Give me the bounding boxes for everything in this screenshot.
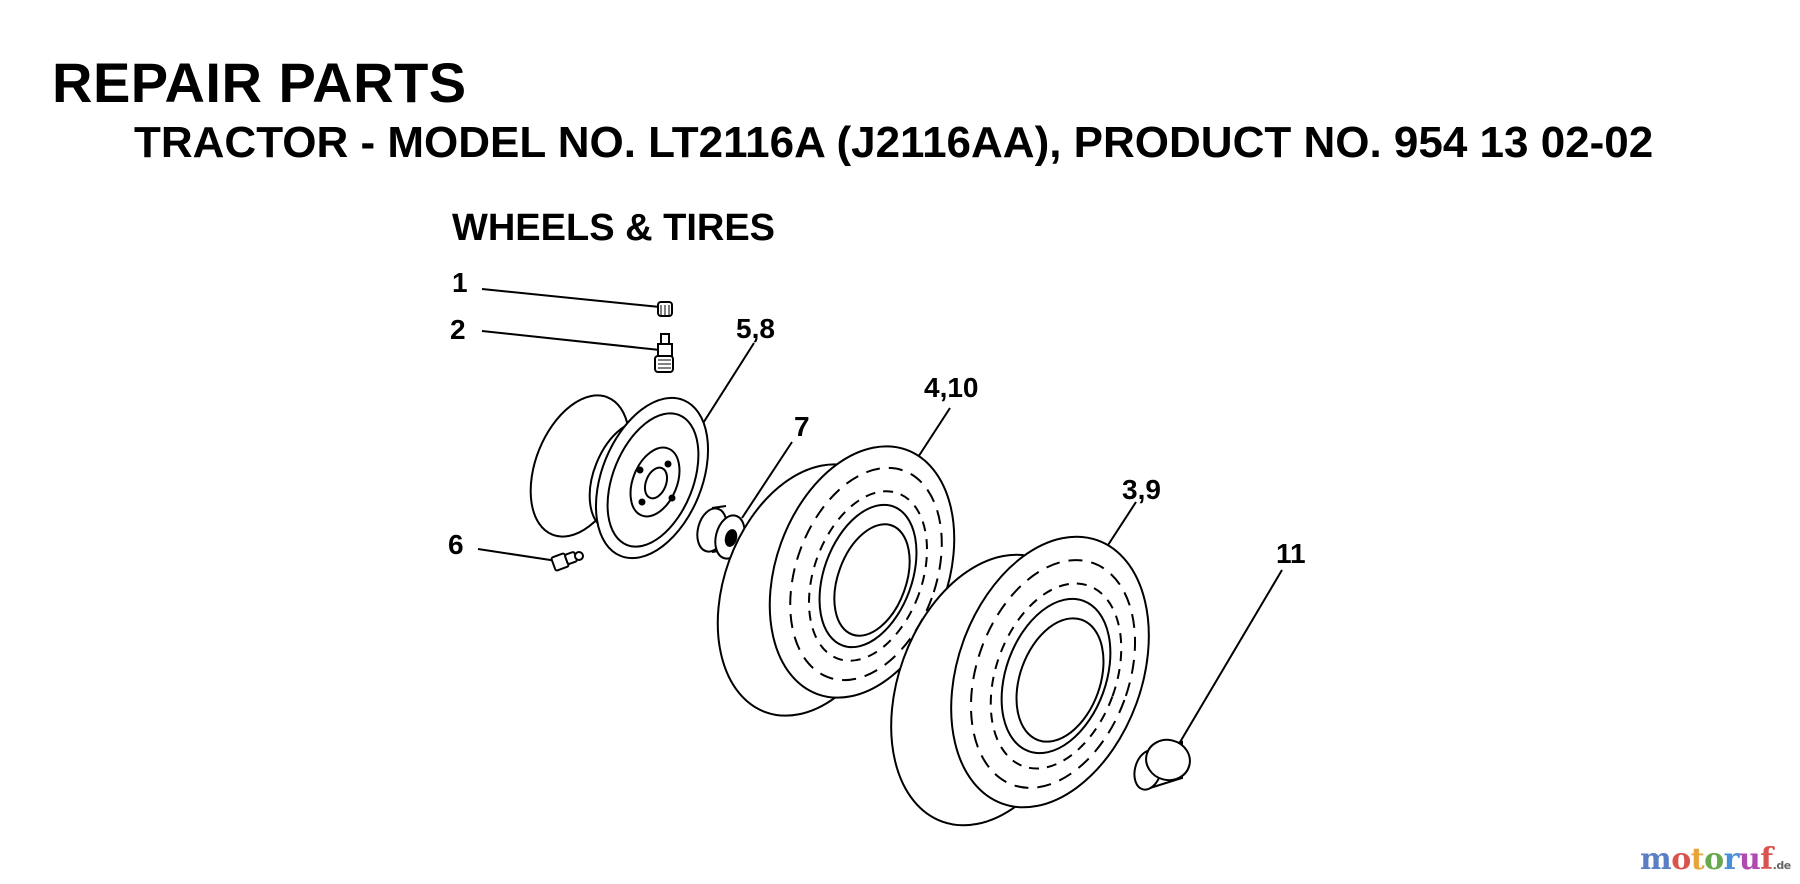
watermark-logo: motoruf.de [1640,842,1791,877]
valve-cap [657,301,673,317]
watermark-letters: motoruf [1640,842,1773,877]
watermark-letter: r [1723,842,1740,877]
callout-5-8: 5,8 [736,313,775,344]
rear-tire [890,535,1150,827]
watermark-letter: t [1690,842,1705,877]
section-heading: WHEELS & TIRES [452,207,776,249]
front-tire [716,445,956,717]
watermark-letter: o [1704,842,1724,877]
callout-7: 7 [794,411,810,442]
callout-2: 2 [450,314,466,345]
page-title: REPAIR PARTS [52,51,467,114]
watermark-suffix: .de [1772,859,1792,872]
wheel-rim [529,394,710,560]
callout-11: 11 [1276,538,1306,569]
callout-3-9: 3,9 [1122,474,1161,505]
model-subtitle: TRACTOR - MODEL NO. LT2116A (J2116AA), P… [134,118,1654,167]
valve-stem [654,333,674,373]
watermark-letter: m [1640,842,1672,877]
callout-1: 1 [452,267,468,298]
hub-cap [1133,738,1191,791]
watermark-letter: f [1760,842,1773,877]
grease-fitting [550,551,584,572]
callout-6: 6 [448,529,464,560]
watermark-letter: u [1738,842,1761,877]
callout-4-10: 4,10 [924,372,979,403]
watermark-letter: o [1671,842,1691,877]
